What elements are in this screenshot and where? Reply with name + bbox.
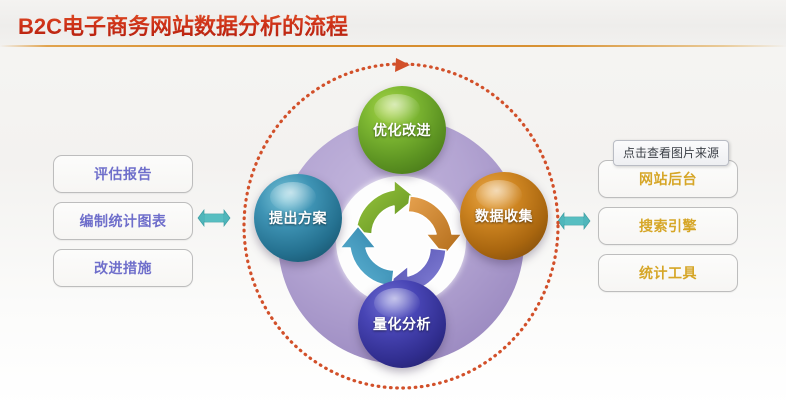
blue-arrow <box>339 225 395 287</box>
outputs-item-2-label: 改进措施 <box>94 260 152 276</box>
left-connector-arrow <box>196 205 232 231</box>
data-source-item-1-label: 搜索引擎 <box>639 218 697 234</box>
double-arrow-icon <box>557 211 591 231</box>
outputs-item-0[interactable]: 评估报告 <box>53 155 193 193</box>
page-title: B2C电子商务网站数据分析的流程 <box>18 9 348 41</box>
node-sphere-left[interactable]: 提出方案 <box>254 174 342 262</box>
right-connector-arrow <box>556 208 592 234</box>
outputs-item-2[interactable]: 改进措施 <box>53 249 193 287</box>
outputs-item-0-label: 评估报告 <box>94 166 152 182</box>
data-source-item-2-label: 统计工具 <box>639 265 697 281</box>
node-sphere-bottom[interactable]: 量化分析 <box>358 280 446 368</box>
data-source-item-0[interactable]: 网站后台 <box>598 160 738 198</box>
title-underline-rule <box>0 45 786 47</box>
double-arrow-icon <box>197 208 231 228</box>
node-sphere-right[interactable]: 数据收集 <box>460 172 548 260</box>
outputs-panel: 评估报告 编制统计图表 改进措施 <box>53 155 193 296</box>
data-sources-panel: 网站后台 搜索引擎 统计工具 <box>598 160 738 301</box>
data-source-item-1[interactable]: 搜索引擎 <box>598 207 738 245</box>
node-sphere-top[interactable]: 优化改进 <box>358 86 446 174</box>
green-arrow <box>355 179 417 235</box>
node-label-top: 优化改进 <box>373 122 431 138</box>
data-source-item-0-label: 网站后台 <box>639 171 697 187</box>
orange-arrow <box>407 195 463 257</box>
node-label-right: 数据收集 <box>475 208 533 224</box>
slide-header: B2C电子商务网站数据分析的流程 <box>0 0 786 47</box>
node-label-bottom: 量化分析 <box>373 316 431 332</box>
dotted-circle-arrow-icon <box>242 58 560 390</box>
outputs-item-1-label: 编制统计图表 <box>79 213 167 229</box>
image-source-tooltip[interactable]: 点击查看图片来源 <box>613 140 730 166</box>
outputs-item-1[interactable]: 编制统计图表 <box>53 202 193 240</box>
node-label-left: 提出方案 <box>269 210 327 226</box>
data-source-item-2[interactable]: 统计工具 <box>598 254 738 292</box>
cycle-diagram: 优化改进 数据收集 量化分析 提出方案 <box>236 56 566 396</box>
